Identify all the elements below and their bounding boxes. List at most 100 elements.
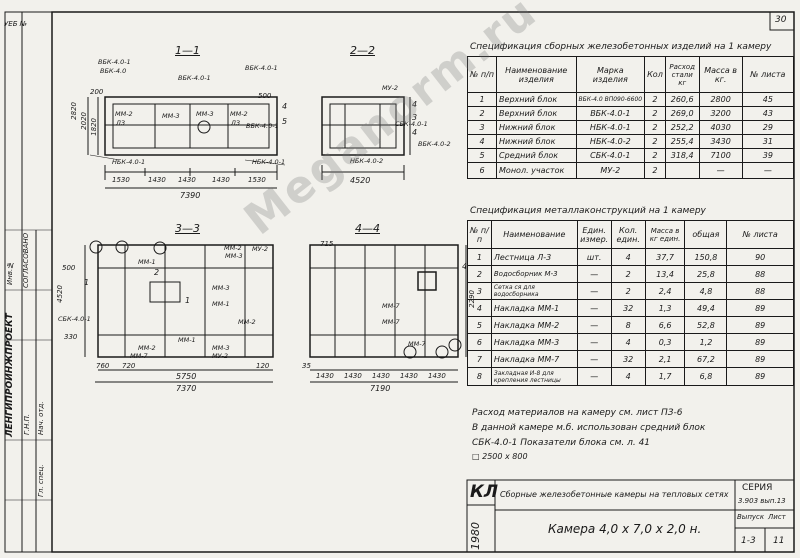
section-title-2-2: 2—2: [350, 44, 375, 57]
s33-dim-1: 500: [62, 264, 76, 272]
s33-dim-2: 330: [64, 333, 78, 341]
s33-tag-9: СБК-4.0-1: [58, 315, 91, 323]
cell: 29: [741, 120, 795, 135]
note-0: Расход материалов на камеру см. лист ПЗ-…: [472, 408, 683, 418]
t2-h5: общая: [684, 220, 728, 249]
cell: 5: [467, 316, 492, 334]
s44-dim-9: 4: [462, 262, 468, 271]
cell: Нижний блок: [496, 120, 577, 135]
cell: —: [576, 299, 612, 317]
tb-issue-label: Выпуск: [737, 513, 765, 521]
s22-tag-1: СБК-4.0-1: [395, 120, 428, 128]
cell: 4030: [698, 120, 743, 135]
cell: 150,8: [684, 248, 728, 266]
cell: —: [698, 162, 743, 179]
cell: Лестница Л-3: [490, 248, 578, 266]
cell: 39: [741, 148, 795, 163]
cell: 2: [610, 282, 646, 300]
cell: НБК-4.0-1: [575, 120, 646, 135]
cell: —: [576, 367, 612, 386]
cell: 89: [726, 316, 794, 334]
s22-tag-3: ВБК-4.0-2: [418, 140, 451, 148]
s11-tag-6: НБК-4.0-1: [252, 158, 286, 166]
cell: 3: [467, 282, 492, 300]
t2-h1: Наименование: [490, 220, 578, 249]
cell: 260,6: [664, 92, 700, 107]
cell: 1,3: [644, 299, 686, 317]
cell: 3200: [698, 106, 743, 121]
cell: 49,4: [684, 299, 728, 317]
cell: —: [741, 162, 795, 179]
cell: 25,8: [684, 265, 728, 283]
s11-inner-1: ЛЗ: [116, 119, 126, 127]
cell: 13,4: [644, 265, 686, 283]
s22-num-2: 4: [412, 128, 418, 137]
s22-num-0: 4: [412, 100, 418, 109]
s11-tag-1: ВБК-4.0: [100, 67, 127, 75]
s11-inner-3: ММ-2: [230, 110, 248, 118]
cell: [664, 162, 700, 179]
s11-bot-2: 1430: [178, 176, 196, 184]
tb-year: 1980: [469, 522, 482, 550]
cell: Верхний блок: [496, 92, 577, 107]
table1-title: Спецификация сборных железобетонных изде…: [470, 42, 772, 52]
cell: 0,3: [644, 333, 686, 351]
cell: 67,2: [684, 350, 728, 368]
s11-inner-0: ММ-2: [115, 110, 133, 118]
s33-tag-3: МУ-2: [252, 245, 269, 253]
cell: 2: [644, 162, 666, 179]
s44-dim-3: 1430: [344, 372, 362, 380]
cell: 4: [466, 134, 498, 149]
s44-dim-4: 1430: [372, 372, 390, 380]
s11-inner-2: ММ-3: [162, 112, 180, 120]
cell: Накладка ММ-3: [490, 333, 578, 351]
s44-dim-5: 1430: [400, 372, 418, 380]
section-4-4-drawing: [309, 244, 467, 383]
s33-dim-6: 720: [122, 362, 136, 370]
t2-h4: Масса в кг един.: [644, 220, 686, 249]
s11-tag-0: ВБК-4.0-1: [98, 58, 131, 66]
section-title-3-3: 3—3: [175, 222, 200, 235]
cell: 88: [726, 265, 794, 283]
s33-tag-12: ММ-1: [178, 336, 196, 344]
t1-h5: Масса в кг.: [698, 56, 743, 93]
s33-dim-0: 4520: [56, 285, 64, 303]
cell: 2: [644, 120, 666, 135]
cell: 88: [726, 282, 794, 300]
t1-h6: № листа: [741, 56, 795, 93]
cell: 252,2: [664, 120, 700, 135]
cell: 89: [726, 367, 794, 386]
s33-tag-8: МУ-2: [212, 352, 229, 360]
s11-side-1: 4: [282, 102, 288, 111]
s33-num-2: 1: [185, 296, 191, 305]
cell: 7100: [698, 148, 743, 163]
cell: 6,8: [684, 367, 728, 386]
s11-tag-3: ВБК-4.0-1: [245, 64, 278, 72]
cell: 2: [644, 134, 666, 149]
cell: ВБК-4.0 ВП090-6600: [575, 92, 646, 107]
note-1: В данной камере м.б. использован средний…: [472, 423, 706, 433]
tb-name: Камера 4,0 х 7,0 х 2,0 н.: [548, 522, 702, 536]
cell: —: [576, 350, 612, 368]
cell: Средний блок: [496, 148, 577, 163]
s44-total: 7190: [370, 384, 391, 393]
cell: Монол. участок: [496, 162, 577, 179]
cell: Закладная И-8 для крепления лестницы: [490, 367, 578, 386]
s11-side-0: 500: [258, 92, 272, 100]
section-3-3-drawing: [84, 240, 274, 383]
cell: 1: [467, 248, 492, 266]
section-1-1-drawing: [87, 96, 286, 189]
cell: 7: [467, 350, 492, 368]
table2: № п/п Наименование Един. измер. Кол. еди…: [467, 220, 794, 386]
cell: Накладка ММ-1: [490, 299, 578, 317]
cell: 2: [644, 148, 666, 163]
cell: 8: [467, 367, 492, 386]
page-number: 30: [775, 15, 787, 25]
cell: 89: [726, 299, 794, 317]
t1-h2: Марка изделия: [575, 56, 646, 93]
tb-sheet: 11: [773, 536, 785, 546]
tb-series-label: СЕРИЯ: [742, 483, 773, 493]
cell: 45: [741, 92, 795, 107]
